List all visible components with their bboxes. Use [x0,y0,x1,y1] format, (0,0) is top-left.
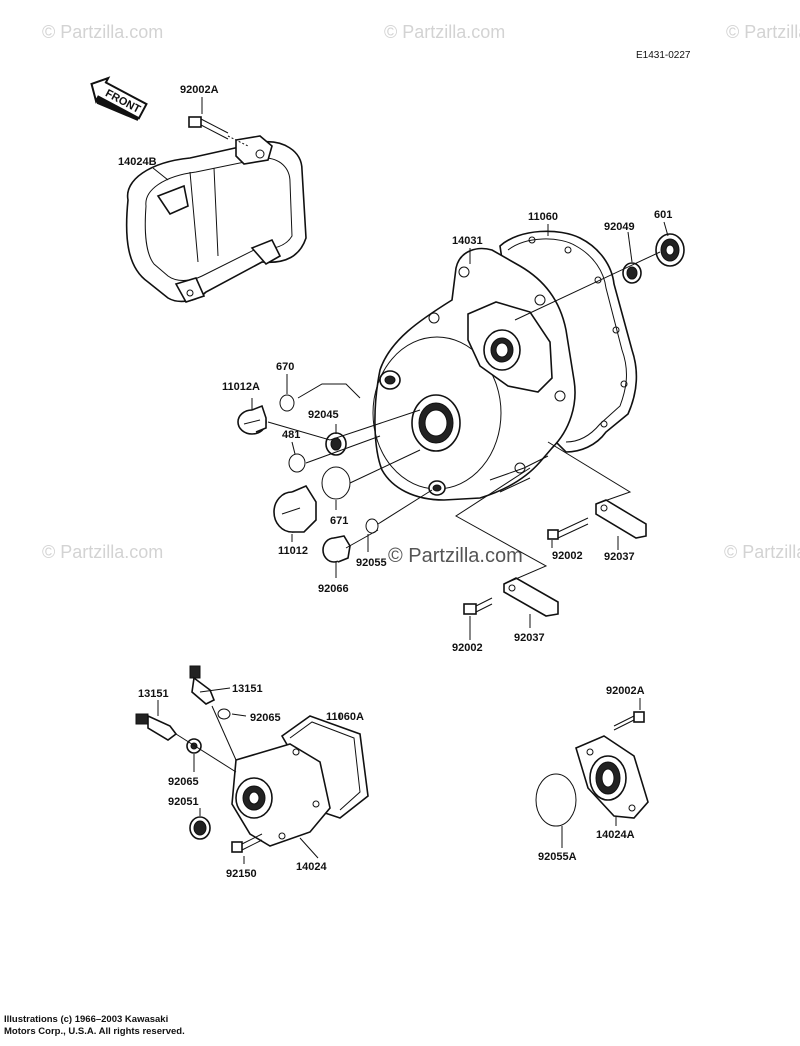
label-92037-right[interactable]: 92037 [604,551,635,563]
label-11012a[interactable]: 11012A [222,381,260,393]
bolt-92150-drawing [231,833,263,853]
front-arrow-icon: FRONT [90,76,148,121]
label-601[interactable]: 601 [654,209,672,221]
label-92051[interactable]: 92051 [168,796,199,808]
plug-11012-drawing [273,484,317,533]
label-11012[interactable]: 11012 [278,545,308,557]
label-92002a-top[interactable]: 92002A [180,84,219,96]
watermark-mid-right: © Partzilla.com [724,542,800,562]
label-14024a[interactable]: 14024A [596,829,635,841]
copyright-notice: Illustrations (c) 1966–2003 Kawasaki Mot… [4,1014,264,1038]
label-11060[interactable]: 11060 [528,211,558,223]
label-92002a-bottom[interactable]: 92002A [606,685,645,697]
label-92150[interactable]: 92150 [226,868,257,880]
label-92045[interactable]: 92045 [308,409,339,421]
circlip-481-drawing [288,453,306,473]
bolt-92002a-bottom-drawing [613,711,645,731]
o-ring-92055a-drawing [535,773,577,827]
label-13151-left[interactable]: 13151 [138,688,169,700]
label-92002-right[interactable]: 92002 [552,550,583,562]
bearing-601-drawing [655,233,685,267]
switch-13151-top-drawing [189,665,216,705]
label-671[interactable]: 671 [330,515,348,527]
label-481[interactable]: 481 [282,429,300,441]
label-14031[interactable]: 14031 [452,235,483,247]
guard-cover-14024b-drawing [125,135,307,303]
plug-92066-drawing [322,535,351,563]
cover-14024-drawing [231,743,331,847]
bracket-92037-right-drawing [595,499,647,539]
copyright-line-2: Motors Corp., U.S.A. All rights reserved… [4,1026,185,1037]
washer-92065-right-drawing [217,708,231,720]
oil-seal-92049-drawing [622,262,642,284]
label-92055a[interactable]: 92055A [538,851,577,863]
watermark-top-center: © Partzilla.com [384,22,505,42]
watermark-center: © Partzilla.com [388,545,523,567]
label-92049[interactable]: 92049 [604,221,635,233]
plug-92051-drawing [189,816,211,840]
part-labels: 92002A 14024B 14031 11060 601 92049 1101… [118,84,672,880]
label-92066[interactable]: 92066 [318,583,349,595]
switch-13151-left-drawing [135,713,178,741]
label-670[interactable]: 670 [276,361,294,373]
o-ring-671-drawing [321,466,351,500]
engine-cover-14031-drawing [372,247,576,501]
watermark-group: © Partzilla.com © Partzilla.com © Partzi… [42,22,800,567]
watermark-top-left: © Partzilla.com [42,22,163,42]
label-92065-right[interactable]: 92065 [250,712,281,724]
watermark-mid-left: © Partzilla.com [42,542,163,562]
label-92037-low[interactable]: 92037 [514,632,545,644]
bracket-92037-low-drawing [503,577,559,617]
bolt-92002-right-drawing [547,517,589,540]
label-92065-left[interactable]: 92065 [168,776,199,788]
housing-14024a-drawing [575,735,649,819]
label-14024b[interactable]: 14024B [118,156,157,168]
oil-seal-92045-drawing [325,432,347,456]
reference-code: E1431-0227 [636,50,691,61]
bolt-92002a-top-drawing [188,116,249,147]
watermark-top-right: © Partzilla.com [726,22,800,42]
label-11060a[interactable]: 11060A [326,711,364,723]
plug-11012a-drawing [237,404,267,435]
label-92002-low[interactable]: 92002 [452,642,483,654]
bolt-92002-low-drawing [463,597,493,615]
label-14024[interactable]: 14024 [296,861,327,873]
copyright-line-1: Illustrations (c) 1966–2003 Kawasaki [4,1014,169,1025]
label-92055[interactable]: 92055 [356,557,387,569]
o-ring-670-drawing [279,394,295,412]
washer-92065-left-drawing [186,738,202,754]
label-13151-top[interactable]: 13151 [232,683,263,695]
